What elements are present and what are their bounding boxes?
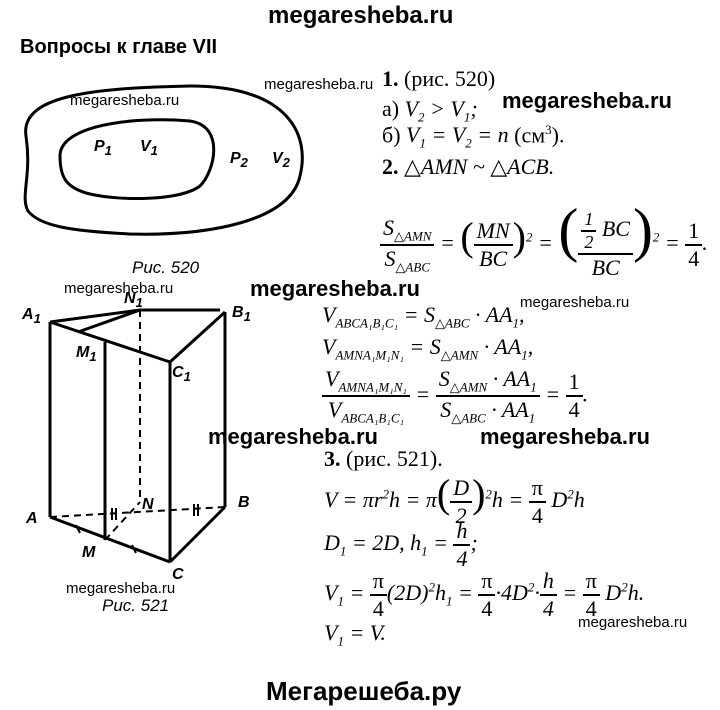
- fig521-label-n: N: [142, 496, 154, 513]
- fig521-label-b1: B1: [232, 304, 251, 325]
- q1-answer-a: а) V2 > V1;: [382, 96, 478, 125]
- figure-521: [48, 308, 227, 564]
- q1-b-prefix: б): [382, 122, 401, 148]
- figure-520: [23, 84, 304, 236]
- q1-header: 1. (рис. 520): [382, 66, 495, 92]
- watermark[interactable]: megaresheba.ru: [264, 76, 374, 93]
- watermark-top[interactable]: megaresheba.ru: [268, 2, 454, 29]
- fig521-label-m1: M1: [76, 344, 97, 365]
- q1-answer-b: б) V1 = V2 = n (см3).: [382, 122, 565, 151]
- q2-number: 2.: [382, 154, 399, 179]
- watermark[interactable]: megaresheba.ru: [502, 88, 672, 113]
- fig520-label-v1: V1: [140, 138, 158, 159]
- fig521-label-c: C: [172, 566, 184, 583]
- chapter-heading: Вопросы к главе VII: [20, 36, 218, 58]
- q1-b-expr: V1 = V2 = n: [406, 122, 509, 151]
- watermark[interactable]: megaresheba.ru: [66, 580, 176, 597]
- watermark[interactable]: megaresheba.ru: [64, 280, 174, 297]
- watermark[interactable]: megaresheba.ru: [578, 614, 688, 631]
- q3-number: 3.: [324, 446, 341, 471]
- watermark[interactable]: megaresheba.ru: [70, 92, 180, 109]
- watermark[interactable]: megaresheba.ru: [520, 294, 630, 311]
- fig521-label-n1: N1: [124, 290, 143, 311]
- watermark[interactable]: megaresheba.ru: [208, 424, 378, 449]
- q1-a-prefix: а): [382, 96, 400, 121]
- q1-number: 1.: [382, 66, 399, 91]
- q3-ref: (рис. 521).: [346, 446, 443, 471]
- fig520-label-p2: P2: [230, 150, 248, 171]
- fig521-label-a1: A1: [22, 306, 41, 327]
- fig520-caption: Рис. 520: [132, 258, 200, 277]
- q3-header: 3. (рис. 521).: [324, 446, 443, 472]
- watermark[interactable]: megaresheba.ru: [480, 424, 650, 449]
- fig520-label-v2: V2: [272, 150, 290, 171]
- q3-line-4: V1 = V.: [324, 620, 386, 649]
- fig521-label-b: B: [238, 494, 250, 511]
- fig521-label-m: M: [82, 544, 96, 561]
- q1-a-expr: V2 > V1;: [404, 96, 478, 125]
- q1-ref: (рис. 520): [404, 66, 496, 91]
- q2-volume-1: VABCA₁B₁C₁ = S△ABC · AA1,: [322, 302, 525, 331]
- q2-similar: 2. △AMN ~ △ACB.: [382, 154, 555, 179]
- q2-volume-2: VAMNA₁M₁N₁ = S△AMN · AA1,: [322, 334, 534, 363]
- fig521-label-a: A: [26, 510, 38, 527]
- fig521-label-c1: C1: [172, 364, 191, 385]
- fig521-caption: Рис. 521: [102, 596, 170, 615]
- footer-watermark[interactable]: Мегарешеба.ру: [266, 676, 462, 706]
- watermark[interactable]: megaresheba.ru: [250, 276, 420, 301]
- fig520-label-p1: P1: [94, 138, 112, 159]
